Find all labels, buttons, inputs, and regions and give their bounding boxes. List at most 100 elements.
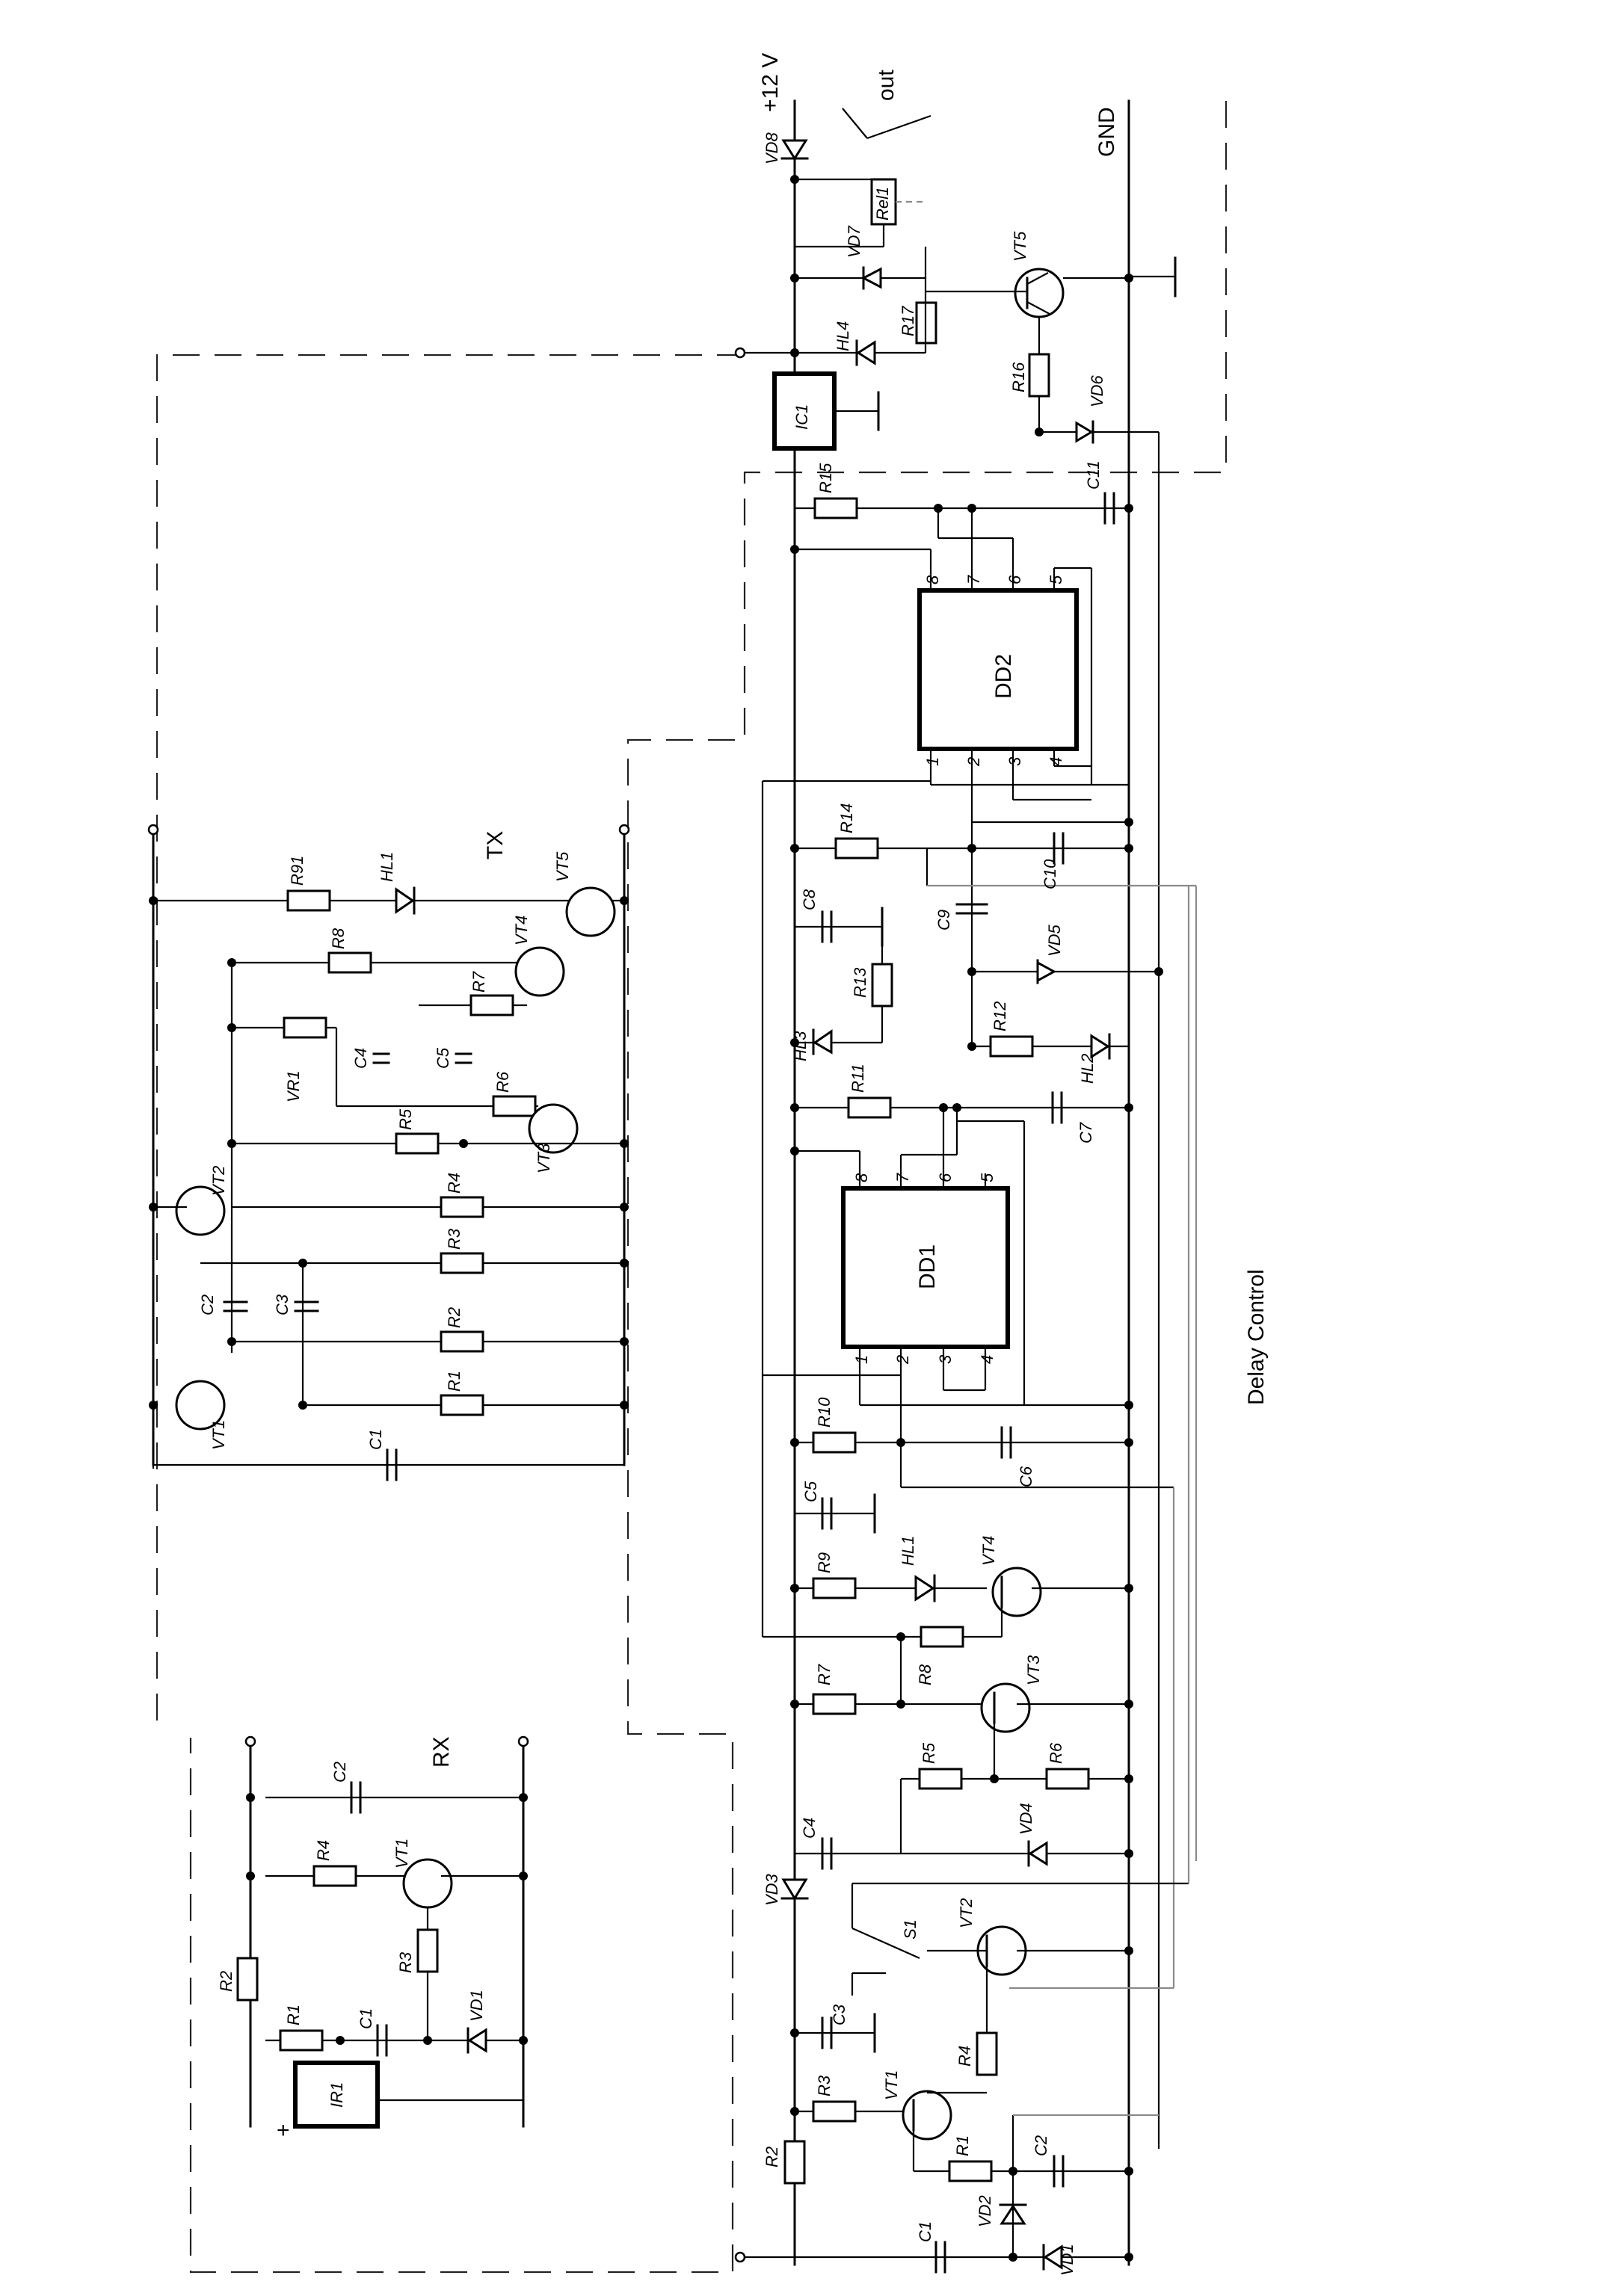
main-r3-label: R3 [815, 2075, 834, 2096]
rx-vd1-label: VD1 [467, 1990, 486, 2022]
junction-dots [149, 175, 1163, 2262]
tx-vt2-label: VT2 [209, 1166, 228, 1196]
output-section [734, 108, 1160, 2149]
rx-block-label: RX [429, 1736, 454, 1768]
rx-plus-label: + [277, 2118, 290, 2143]
main-r12-label: R12 [991, 1002, 1009, 1031]
rx-r1-label: R1 [284, 2005, 303, 2025]
main-hl2-label: HL2 [1078, 1054, 1097, 1084]
main-c5-label: C5 [801, 1481, 820, 1502]
main-r5-label: R5 [920, 1742, 938, 1764]
rx-block [236, 1735, 529, 2129]
main-c2-label: C2 [1032, 2135, 1050, 2156]
chip-rel1-label: Rel1 [873, 187, 892, 220]
tx-c1-label: C1 [366, 1429, 385, 1450]
main-c10-label: C10 [1041, 859, 1059, 889]
main-r15-label: R15 [816, 463, 835, 493]
dd2-pin-7: 7 [964, 575, 983, 584]
main-vt5-label: VT5 [1011, 231, 1029, 262]
main-vd7-label: VD7 [845, 225, 863, 258]
dd2-pin-6: 6 [1005, 575, 1024, 584]
tx-vt5-label: VT5 [553, 851, 572, 882]
rx-c2-label: C2 [330, 1762, 349, 1783]
main-r14-label: R14 [837, 803, 856, 833]
dd1-section [761, 780, 1175, 1988]
main-r17-label: R17 [899, 306, 917, 336]
dd1-pin-1: 1 [852, 1355, 871, 1364]
tx-r4-label: R4 [445, 1173, 464, 1194]
tx-r6-label: R6 [493, 1071, 512, 1093]
main-r16-label: R16 [1009, 362, 1028, 392]
main-c7-label: C7 [1077, 1122, 1095, 1144]
main-r1-label: R1 [953, 2135, 972, 2156]
main-r11-label: R11 [849, 1064, 867, 1093]
supply-12v-label: +12 V [758, 53, 783, 112]
main-r2-label: R2 [763, 2147, 781, 2167]
tx-c4-label: C4 [351, 1048, 370, 1069]
tx-r5-label: R5 [396, 1108, 415, 1130]
main-vt2-label: VT2 [957, 1898, 976, 1928]
dd1-pin-2: 2 [893, 1355, 912, 1365]
dd2-pin-2: 2 [964, 757, 983, 767]
dd2-section [795, 492, 1198, 1861]
main-c11-label: C11 [1084, 460, 1103, 490]
rx-r2-label: R2 [217, 1971, 235, 1992]
labels: +12 V GND out TX RX Delay Control DD1 DD… [198, 53, 1269, 2276]
main-r8-label: R8 [916, 1664, 934, 1685]
main-c3-label: C3 [830, 2004, 849, 2025]
dd2-pin-8: 8 [923, 575, 942, 584]
main-r7-label: R7 [815, 1664, 834, 1685]
main-s1-label: S1 [901, 1919, 920, 1939]
delay-block-label: Delay Control [1244, 1269, 1269, 1405]
tx-block [147, 824, 630, 1481]
tx-vt1-label: VT1 [209, 1420, 228, 1450]
dd1-pin-6: 6 [936, 1173, 955, 1182]
chip-ir1-label: IR1 [327, 2082, 346, 2108]
main-r4-label: R4 [955, 2046, 974, 2067]
rx-r4-label: R4 [314, 1840, 333, 1861]
tx-block-label: TX [483, 831, 508, 860]
main-vd6-label: VD6 [1088, 374, 1106, 407]
main-vd1-label: VD1 [1058, 2244, 1077, 2276]
dd2-pin-1: 1 [923, 757, 942, 766]
tx-vt3-label: VT3 [535, 1143, 553, 1173]
main-vd5-label: VD5 [1045, 924, 1064, 957]
main-c9-label: C9 [934, 910, 953, 931]
tx-r1-label: R1 [445, 1371, 464, 1392]
main-hl1-label: HL1 [899, 1536, 917, 1566]
out-label: out [874, 70, 899, 101]
dd1-pin-4: 4 [978, 1355, 997, 1364]
main-vd8-label: VD8 [763, 132, 781, 164]
dd1-pin-7: 7 [893, 1173, 912, 1182]
dd1-pin-5: 5 [978, 1173, 997, 1182]
main-r10-label: R10 [815, 1397, 834, 1428]
main-c6-label: C6 [1017, 1466, 1035, 1487]
dd1-pin-3: 3 [936, 1354, 955, 1364]
main-r9-label: R9 [815, 1552, 834, 1573]
main-vt4-label: VT4 [979, 1536, 998, 1566]
tx-r91-label: R91 [288, 856, 307, 886]
chip-dd1-label: DD1 [915, 1244, 940, 1289]
main-c8-label: C8 [800, 889, 819, 910]
main-vt1-label: VT1 [882, 2070, 901, 2100]
tx-hl1-label: HL1 [378, 852, 396, 882]
tx-vt4-label: VT4 [512, 916, 531, 945]
chip-ic1-label: IC1 [792, 404, 811, 430]
main-vt3-label: VT3 [1024, 1655, 1043, 1685]
rx-vt1-label: VT1 [392, 1839, 411, 1868]
dd2-pin-4: 4 [1047, 757, 1065, 766]
chip-dd2-label: DD2 [991, 654, 1016, 699]
main-r13-label: R13 [851, 967, 869, 998]
main-vd4-label: VD4 [1017, 1803, 1035, 1835]
dd2-pin-3: 3 [1005, 756, 1024, 766]
main-vd3-label: VD3 [763, 1873, 781, 1906]
main-c1-label: C1 [916, 2221, 934, 2242]
input-section [734, 886, 1190, 2274]
tx-r7-label: R7 [469, 971, 488, 993]
tx-c3-label: C3 [273, 1294, 292, 1315]
tx-r2-label: R2 [445, 1307, 464, 1328]
tx-vr1-label: VR1 [284, 1070, 303, 1102]
tx-c5-label: C5 [434, 1047, 452, 1069]
dd1-pin-8: 8 [852, 1173, 871, 1182]
